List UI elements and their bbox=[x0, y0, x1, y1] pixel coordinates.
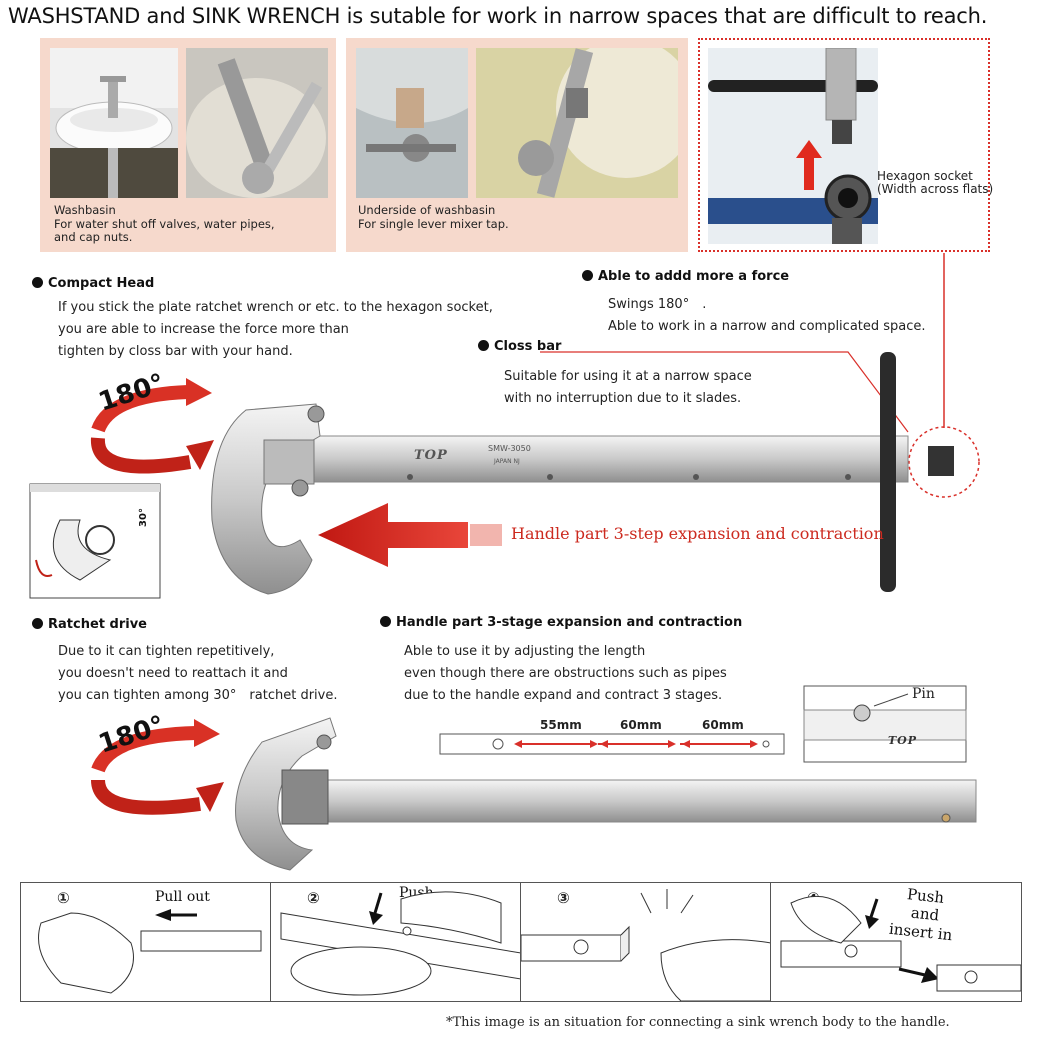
force-text: Swings 180° . Able to work in a narrow a… bbox=[608, 294, 926, 338]
compact-head-line2: you are able to increase the force more … bbox=[58, 322, 349, 337]
expansion-arrow bbox=[318, 503, 468, 567]
washbasin-caption-line1: For water shut off valves, water pipes, bbox=[54, 217, 275, 231]
socket-highlight-circle bbox=[908, 426, 980, 498]
ratchet-heading: Ratchet drive bbox=[32, 617, 147, 632]
ratchet-inset bbox=[29, 483, 161, 599]
dim-label-1: 55mm bbox=[540, 718, 582, 732]
step-2-push: ② Push bbox=[270, 882, 522, 1002]
compact-head-heading: Compact Head bbox=[32, 276, 154, 291]
stages-line3: due to the handle expand and contract 3 … bbox=[404, 688, 723, 703]
hexagon-socket-panel: Hexagon socket (Width across flats) bbox=[698, 38, 994, 252]
pin-box-brand: TOP bbox=[888, 734, 918, 747]
step-1-drawing bbox=[38, 909, 262, 994]
bottom-handle-tube bbox=[317, 779, 977, 823]
underside-caption-title: Underside of washbasin bbox=[358, 203, 496, 217]
step-1-pull-out: ① Pull out bbox=[20, 882, 272, 1002]
hex-socket-end bbox=[928, 446, 954, 476]
stages-heading: Handle part 3-stage expansion and contra… bbox=[380, 615, 742, 630]
bottom-rotation-arrow-lower bbox=[91, 779, 201, 815]
ratchet-housing bbox=[263, 439, 315, 485]
ratchet-line2: you doesn't need to reattach it and bbox=[58, 666, 288, 681]
compact-head-text: If you stick the plate ratchet wrench or… bbox=[58, 297, 493, 363]
expansion-arrow-fade bbox=[470, 524, 502, 546]
stages-line1: Able to use it by adjusting the length bbox=[404, 644, 646, 659]
force-line2: Able to work in a narrow and complicated… bbox=[608, 319, 926, 334]
dim-label-2: 60mm bbox=[620, 718, 662, 732]
underside-photo bbox=[356, 48, 468, 198]
underside-caption-line1: For single lever mixer tap. bbox=[358, 217, 509, 231]
step-3-number: ③ bbox=[557, 889, 570, 907]
step-2-number: ② bbox=[307, 889, 320, 907]
dim-label-3: 60mm bbox=[702, 718, 744, 732]
expansion-label: Handle part 3-step expansion and contrac… bbox=[511, 524, 884, 543]
closs-bar-line1: Suitable for using it at a narrow space bbox=[504, 369, 752, 384]
ratchet-line1: Due to it can tighten repetitively, bbox=[58, 644, 275, 659]
force-line1: Swings 180° . bbox=[608, 297, 707, 312]
step-4-push-insert: ④ Push and insert in bbox=[770, 882, 1022, 1002]
rotation-arrow-upper bbox=[91, 385, 189, 433]
valve-photo bbox=[186, 48, 328, 198]
page-title: WASHSTAND and SINK WRENCH is sutable for… bbox=[8, 4, 988, 28]
bottom-ratchet-housing bbox=[281, 769, 329, 825]
step-4-drawing bbox=[780, 895, 1021, 992]
rotation-arrow-lower-head bbox=[186, 440, 214, 470]
closs-bar-heading: Closs bar bbox=[478, 339, 561, 354]
engraving-model: SMW-3050 bbox=[488, 444, 531, 453]
engraving-origin: JAPAN NJ bbox=[494, 458, 520, 465]
closs-bar-text: Suitable for using it at a narrow space … bbox=[504, 366, 752, 410]
rotation-arrow-upper-head bbox=[186, 378, 212, 406]
compact-head-line3: tighten by closs bar with your hand. bbox=[58, 344, 293, 359]
stages-line2: even though there are obstructions such … bbox=[404, 666, 727, 681]
force-heading: Able to addd more a force bbox=[582, 269, 789, 284]
stages-text: Able to use it by adjusting the length e… bbox=[404, 641, 727, 707]
step-1-number: ① bbox=[57, 889, 70, 907]
underside-panel: Underside of washbasin For single lever … bbox=[346, 38, 688, 252]
washbasin-panel: Washbasin For water shut off valves, wat… bbox=[40, 38, 336, 252]
closs-bar-line2: with no interruption due to it slades. bbox=[504, 391, 742, 406]
mixer-tap-photo bbox=[476, 48, 678, 198]
step-3: ③ bbox=[520, 882, 772, 1002]
engraving-brand: TOP bbox=[414, 448, 448, 463]
ratchet-text: Due to it can tighten repetitively, you … bbox=[58, 641, 337, 707]
socket-label-line1: Hexagon socket bbox=[877, 169, 973, 183]
washbasin-caption-title: Washbasin bbox=[54, 203, 116, 217]
step-2-drawing bbox=[280, 891, 521, 996]
step-3-drawing bbox=[521, 889, 771, 1001]
washbasin-caption-line2: and cap nuts. bbox=[54, 230, 133, 244]
footnote: *This image is an situation for connecti… bbox=[446, 1015, 950, 1030]
pin-label: Pin bbox=[912, 686, 935, 702]
socket-label-line2: (Width across flats) bbox=[877, 182, 994, 196]
compact-head-line1: If you stick the plate ratchet wrench or… bbox=[58, 300, 493, 315]
socket-photo bbox=[708, 48, 878, 244]
bottom-rotation-arrow-upper bbox=[91, 726, 197, 773]
washbasin-photo bbox=[50, 48, 178, 198]
ratchet-line3: you can tighten among 30° ratchet drive. bbox=[58, 688, 338, 703]
step-1-label: Pull out bbox=[155, 889, 210, 905]
rotation-arrow-lower bbox=[90, 437, 192, 474]
cross-bar bbox=[880, 352, 896, 592]
handle-tube bbox=[299, 435, 909, 483]
